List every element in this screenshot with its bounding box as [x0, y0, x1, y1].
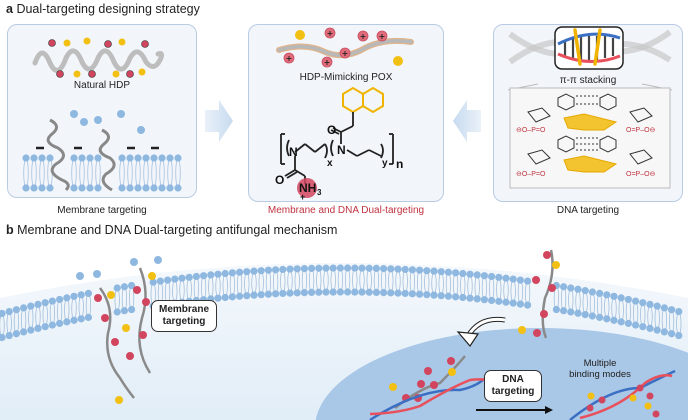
svg-text:+: +	[342, 49, 349, 58]
pox-in-nucleus	[389, 355, 466, 409]
svg-text:+: +	[286, 54, 293, 63]
membrane-targeting-callout: Membrane targeting	[151, 300, 217, 332]
panel-b-letter: b	[6, 223, 14, 237]
svg-text:⊖O–P=O: ⊖O–P=O	[516, 171, 546, 178]
svg-text:+: +	[327, 29, 334, 38]
cationic-residues	[48, 39, 149, 78]
natural-hdp-label: Natural HDP	[73, 80, 131, 91]
dna-pi-stacking-illustration	[508, 26, 672, 70]
callout-membrane-line1: Membrane	[158, 304, 209, 315]
panel-b-title: b Membrane and DNA Dual-targeting antifu…	[6, 223, 337, 237]
svg-text:⊖O–P=O: ⊖O–P=O	[516, 127, 546, 134]
svg-text:+: +	[379, 32, 386, 41]
svg-text:O=P–O⊖: O=P–O⊖	[626, 171, 656, 178]
intercalated-naphthalene-rings	[563, 113, 618, 173]
svg-text:+: +	[360, 32, 367, 41]
binding-label-line2: binding modes	[569, 369, 631, 380]
natural-hdp-helix-illustration	[32, 37, 165, 78]
callout-membrane-line2: targeting	[162, 316, 206, 327]
nucleobases	[527, 93, 653, 165]
subscript-y: y	[382, 158, 388, 169]
peptide-helix-2	[98, 128, 116, 192]
pox-chemical-structure: O N N O NH 3 + x y n	[275, 86, 403, 202]
antifungal-mechanism-illustration	[0, 249, 688, 420]
svg-text:O=P–O⊖: O=P–O⊖	[626, 127, 656, 134]
panel-b-title-text: Membrane and DNA Dual-targeting antifung…	[17, 223, 338, 237]
pi-stacking-label: π-π stacking	[559, 75, 617, 86]
amine-subscript: 3	[317, 188, 322, 197]
curved-arrow-icon	[456, 331, 480, 347]
amine-charge: +	[300, 192, 305, 202]
extracted-lipids	[70, 110, 145, 134]
membrane-targeting-label: Membrane targeting	[57, 205, 147, 216]
panel-a-letter: a	[6, 2, 13, 16]
helix-ribbon	[32, 48, 165, 73]
peptide-helix-1	[46, 118, 70, 192]
pox-translocating	[518, 249, 560, 339]
panel-a-title-text: Dual-targeting designing strategy	[16, 2, 200, 16]
callout-dna-line2: targeting	[491, 386, 535, 397]
multiple-binding-modes-label: Multiple binding modes	[560, 358, 640, 380]
cell-membrane-bilayer	[0, 264, 683, 342]
phosphate-groups: ⊖O–P=O ⊖O–P=O O=P–O⊖ O=P–O⊖	[516, 127, 656, 178]
atom-o1: O	[327, 123, 336, 137]
left-arrow-icon	[453, 100, 481, 142]
atom-n1: N	[289, 145, 298, 159]
subscript-x: x	[327, 158, 333, 169]
subscript-n: n	[396, 157, 403, 171]
dna-strand-red	[557, 52, 621, 64]
lipid-bilayer	[22, 154, 182, 192]
intercalated-naphthalene	[573, 28, 602, 66]
membrane-targeting-illustration	[22, 110, 182, 192]
cationic-groups	[283, 27, 388, 68]
pox-label: HDP-Mimicking POX	[299, 72, 393, 83]
naphthalene-ring	[342, 86, 384, 114]
dna-stacking-chemistry: ⊖O–P=O ⊖O–P=O O=P–O⊖ O=P–O⊖	[507, 83, 673, 189]
right-arrow-icon	[205, 100, 233, 142]
callout-dna-line1: DNA	[502, 374, 524, 385]
hydrophobic-residues	[63, 37, 146, 78]
pox-polymer-illustration: + + + + + +	[276, 27, 414, 68]
atom-n2: N	[337, 143, 346, 157]
pox-inserting-membrane	[76, 256, 162, 404]
hydrophobic-groups	[295, 30, 403, 66]
dna-targeting-label: DNA targeting	[556, 205, 620, 216]
reaction-arrow-head	[545, 406, 553, 414]
dna-complex-bound	[569, 369, 676, 420]
polymer-bonds	[280, 112, 394, 184]
dna-targeting-callout: DNA targeting	[484, 370, 542, 402]
panel-a-title: a Dual-targeting designing strategy	[6, 2, 200, 16]
atom-o2: O	[275, 173, 284, 187]
dna-double-helix	[369, 372, 496, 420]
dual-targeting-label: Membrane and DNA Dual-targeting	[267, 205, 425, 216]
dna-strand-blue	[557, 32, 621, 46]
svg-text:+: +	[324, 58, 331, 67]
binding-label-line1: Multiple	[583, 358, 617, 369]
amine-group: NH	[299, 181, 316, 195]
amine-highlight	[297, 178, 317, 198]
